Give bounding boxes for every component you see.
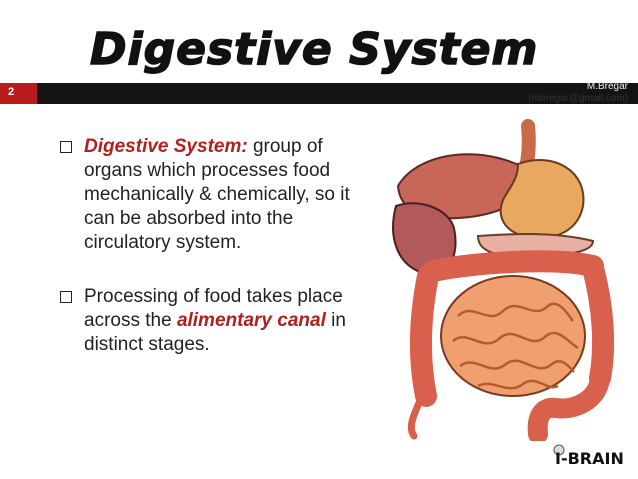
bullet-list: Digestive System: group of organs which … (60, 135, 360, 357)
author-credit: M.Bregar (mbregar@gmail.com) (528, 81, 628, 105)
brand-text: I-BRAIN (555, 449, 624, 468)
bullet-text: group of organs which processes food mec… (84, 136, 350, 253)
bullet-item: Processing of food takes place across th… (60, 285, 360, 357)
title-text: Digestive System (90, 24, 538, 75)
slide-title: Digestive System (0, 14, 638, 80)
title-logo: Digestive System (89, 23, 538, 76)
bullet-highlight: Digestive System: (84, 136, 248, 157)
author-name: M.Bregar (586, 81, 628, 92)
band-black-bar (37, 83, 638, 104)
checkbox-bullet-icon (60, 291, 72, 303)
bullet-text: in distinct stages. (84, 310, 346, 355)
slide-number: 2 (8, 86, 15, 98)
author-email: (mbregar@gmail.com) (528, 93, 628, 104)
bullet-item: Digestive System: group of organs which … (60, 135, 360, 255)
bullet-highlight: alimentary canal (176, 310, 326, 331)
digestive-organs-illustration (392, 119, 615, 441)
i-brain-logo: I-BRAIN (553, 444, 624, 468)
checkbox-bullet-icon (60, 141, 72, 153)
bullet-text: Processing of food takes place across th… (84, 286, 343, 331)
band-red-block: 2 (0, 83, 37, 104)
header-band: 2 (0, 83, 638, 104)
